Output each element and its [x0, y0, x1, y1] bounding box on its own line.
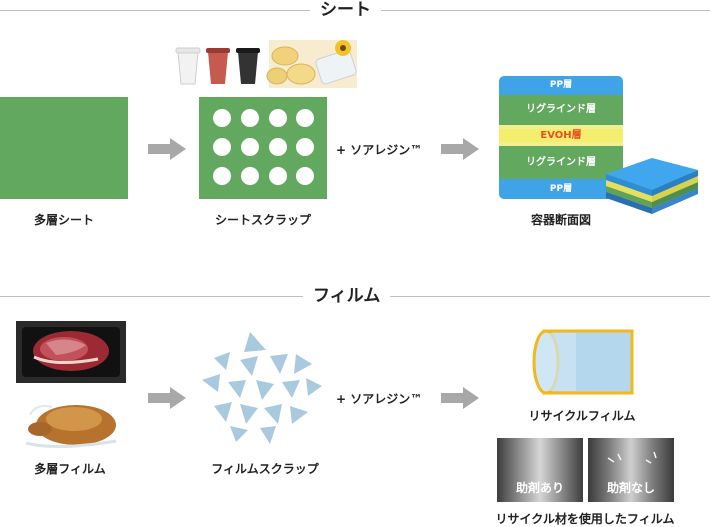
caption-sheet-scrap: シートスクラップ — [214, 213, 311, 227]
caption-film-scrap: フィルムスクラップ — [211, 462, 319, 476]
film-with-additive-image: 助剤あり — [497, 438, 583, 502]
container-cross-section: PP層 リグラインド層 EVOH層 リグラインド層 PP層 — [499, 76, 623, 199]
arrow-right-icon — [148, 387, 186, 409]
layer-regrind-bottom: リグラインド層 — [499, 146, 623, 179]
layer-adhesive — [499, 142, 623, 146]
multilayer-sheet — [0, 97, 128, 199]
arrow-right-icon — [441, 387, 479, 409]
caption-multilayer-sheet: 多層シート — [33, 213, 94, 227]
arrow-right-icon — [148, 138, 186, 160]
film-scrap-image — [202, 332, 322, 444]
scrap-hole — [241, 138, 259, 156]
section-title-film: フィルム — [303, 286, 391, 306]
scrap-hole — [241, 109, 259, 127]
film-without-additive-image: 助剤なし — [588, 438, 674, 502]
scrap-hole — [296, 109, 314, 127]
packaged-meat-image — [16, 321, 126, 383]
cups-product-image — [173, 40, 357, 88]
section-title-sheet: シート — [310, 0, 381, 20]
caption-recycled-material-film: リサイクル材を使用したフィルム — [495, 512, 675, 526]
caption-multilayer-film: 多層フィルム — [34, 462, 106, 476]
film-defect-marks — [607, 451, 657, 464]
scrap-hole — [269, 138, 287, 156]
scrap-hole — [213, 167, 231, 185]
layer-pp-top: PP層 — [499, 76, 623, 95]
additive-label-sheet: + ソアレジン™ — [336, 143, 423, 157]
layer-adhesive — [499, 125, 623, 129]
layer-evoh: EVOH層 — [499, 129, 623, 142]
arrow-right-icon — [441, 138, 479, 160]
layer-stack-3d-image — [606, 158, 698, 214]
scrap-hole — [241, 167, 259, 185]
scrap-hole — [296, 167, 314, 185]
scrap-hole — [269, 109, 287, 127]
scrap-hole — [269, 167, 287, 185]
film-roll-image — [532, 329, 634, 395]
additive-label-film: + ソアレジン™ — [336, 392, 423, 406]
sheet-scrap — [199, 97, 327, 199]
scrap-hole — [213, 138, 231, 156]
packaged-chicken-image — [16, 389, 126, 453]
badge-with-additive: 助剤あり — [515, 481, 564, 495]
badge-without-additive: 助剤なし — [606, 481, 655, 495]
layer-pp-bottom: PP層 — [499, 179, 623, 199]
caption-container-cross-section: 容器断面図 — [530, 213, 591, 227]
layer-regrind-top: リグラインド層 — [499, 95, 623, 125]
caption-recycle-film: リサイクルフィルム — [528, 409, 636, 423]
scrap-hole — [213, 109, 231, 127]
scrap-hole — [296, 138, 314, 156]
